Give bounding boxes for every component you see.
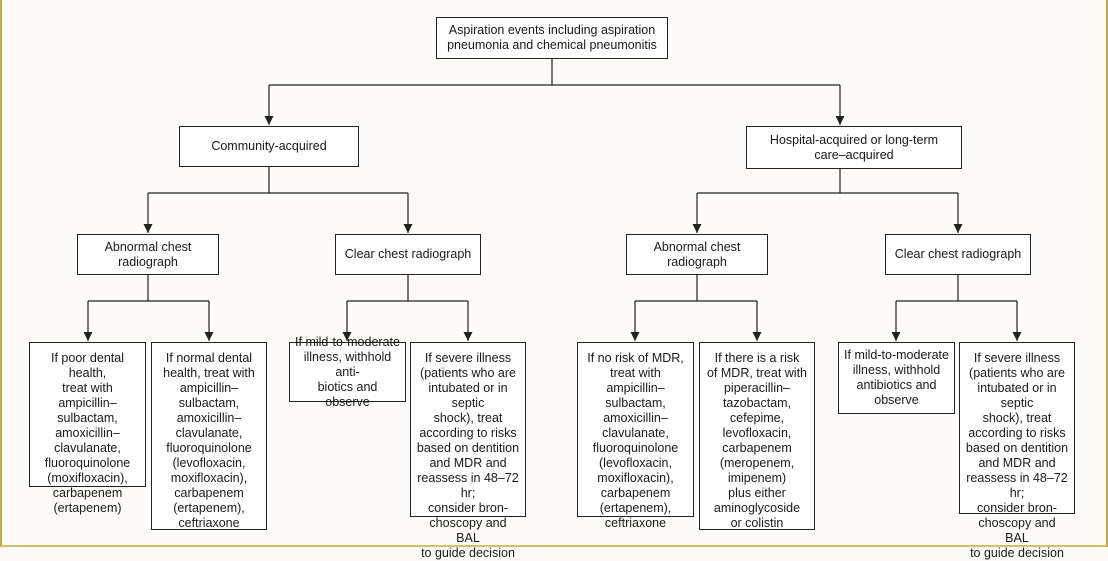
node-community-clear-radiograph: Clear chest radiograph [335, 234, 481, 275]
node-hospital-clear-radiograph: Clear chest radiograph [885, 234, 1031, 275]
node-hospital-abnormal-radiograph: Abnormal chest radiograph [626, 234, 768, 275]
node-root: Aspiration events including aspiration p… [436, 17, 668, 59]
node-community-abnormal-radiograph: Abnormal chest radiograph [77, 234, 219, 275]
node-hospital-abnormal-mdr-risk: If there is a risk of MDR, treat with pi… [699, 342, 815, 530]
flowchart-connectors [83, 59, 1022, 341]
node-hospital-clear-severe: If severe illness (patients who are intu… [959, 342, 1075, 560]
node-hospital-abnormal-no-mdr: If no risk of MDR, treat with ampicillin… [577, 342, 694, 530]
node-hospital-clear-mild: If mild-to-moderate illness, withhold an… [838, 342, 955, 414]
node-community-abnormal-normal-dental: If normal dental health, treat with ampi… [151, 342, 267, 530]
node-community-clear-severe: If severe illness (patients who are intu… [410, 342, 526, 560]
node-community-acquired: Community-acquired [179, 126, 359, 167]
node-community-clear-mild: If mild-to-moderate illness, withhold an… [289, 335, 406, 409]
node-community-abnormal-poor-dental: If poor dental health, treat with ampici… [29, 342, 146, 515]
node-hospital-acquired: Hospital-acquired or long-term care–acqu… [746, 126, 962, 169]
